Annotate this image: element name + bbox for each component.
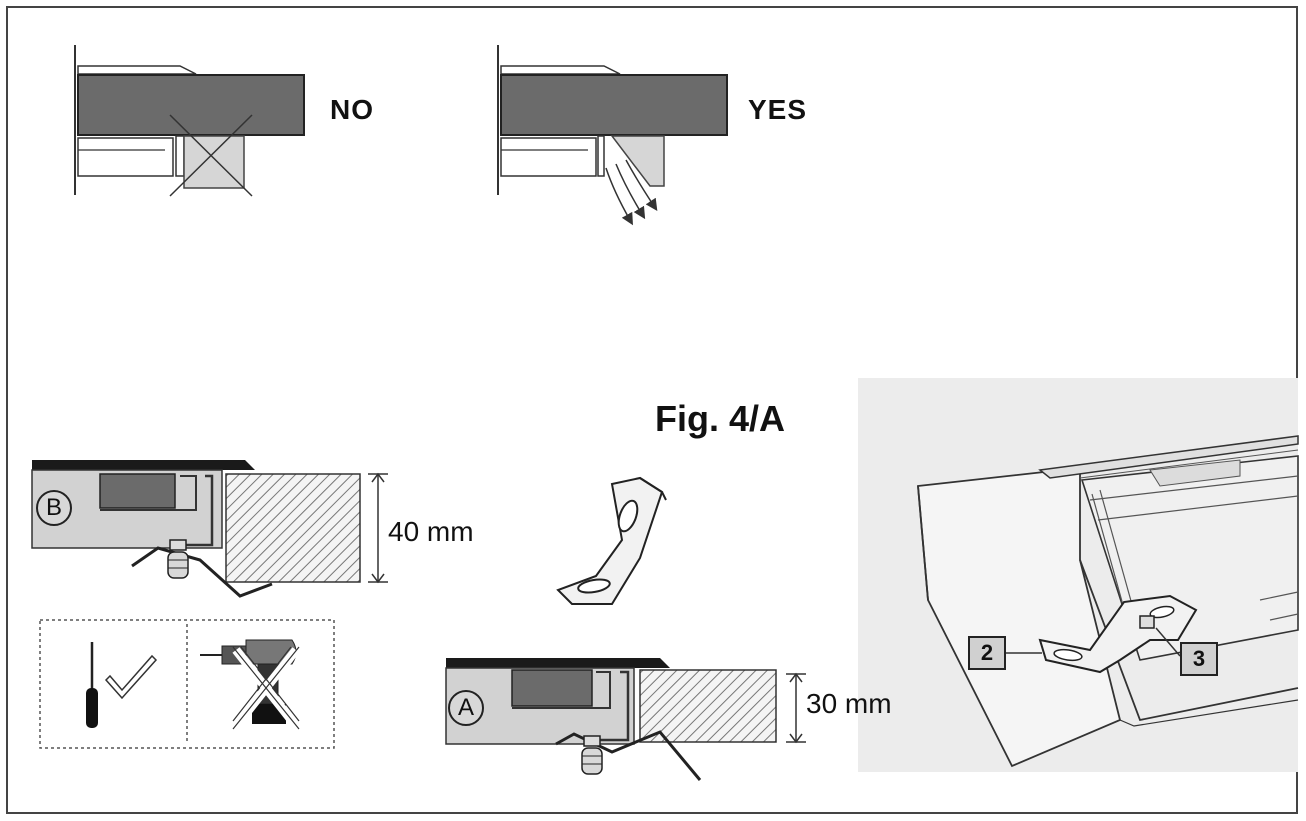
no-install-diagram	[74, 45, 305, 197]
figure-title: Fig. 4/A	[655, 398, 786, 439]
section-b-marker: B	[36, 490, 72, 526]
callout-3: 3	[1180, 642, 1218, 676]
dimension-40mm-label: 40 mm	[388, 516, 474, 547]
dimension-30mm-label: 30 mm	[806, 688, 892, 719]
section-a-diagram	[445, 658, 806, 781]
section-a-marker: A	[448, 690, 484, 726]
yes-label: YES	[748, 94, 808, 125]
callout-2: 2	[968, 636, 1006, 670]
tool-instruction-box	[39, 619, 335, 749]
installation-illustration	[858, 378, 1299, 772]
no-label: NO	[330, 94, 374, 125]
section-b-diagram	[31, 460, 388, 598]
mounting-bracket	[556, 476, 667, 605]
yes-install-diagram	[497, 45, 728, 226]
